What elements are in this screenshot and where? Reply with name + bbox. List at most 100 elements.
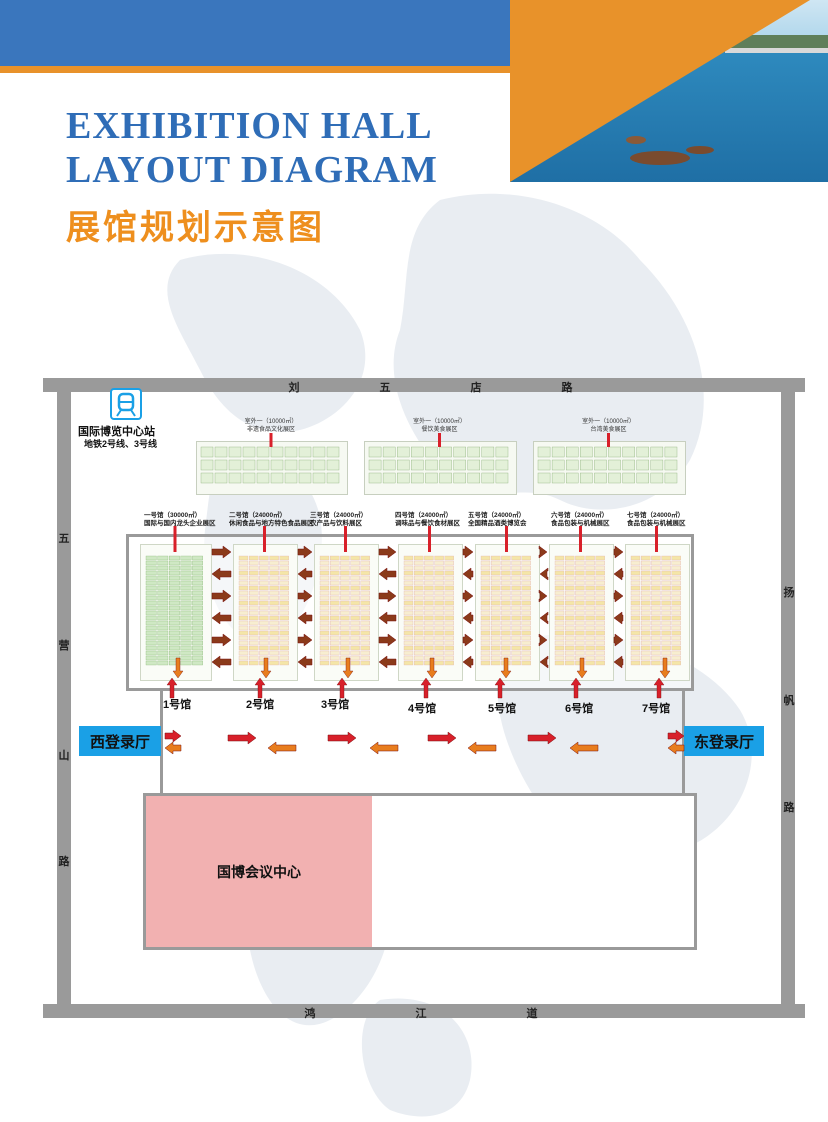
booth [145, 615, 157, 621]
booth [180, 625, 192, 631]
outdoor-booth [284, 472, 298, 484]
outdoor-booth [566, 459, 579, 471]
booth [651, 655, 661, 661]
hall-7-header: 七号馆（24000㎡） [627, 512, 685, 519]
booth [238, 630, 249, 636]
booth [641, 655, 651, 661]
booth [575, 640, 585, 646]
booth [259, 645, 269, 651]
booth [424, 620, 434, 626]
hall-2-header: 二号馆（24000㎡） [229, 512, 287, 519]
booth [145, 640, 157, 646]
outdoor-zone-title: 室外一（10000㎡） [582, 419, 635, 425]
booth [661, 565, 671, 571]
booth [480, 625, 491, 631]
booth [340, 630, 350, 636]
booth [259, 575, 269, 581]
right-arrow-icon [297, 545, 313, 559]
booth [480, 570, 491, 576]
left-arrow-icon [211, 611, 232, 625]
booth [279, 655, 289, 661]
booth [480, 635, 491, 641]
booth [661, 625, 671, 631]
booth [661, 580, 671, 586]
outdoor-booth [481, 459, 495, 471]
booth [192, 650, 203, 656]
booth [269, 595, 279, 601]
left-arrow-icon [539, 611, 549, 625]
booth [641, 585, 651, 591]
booth [414, 570, 424, 576]
booth [491, 595, 501, 601]
booth [554, 610, 565, 616]
booth [671, 635, 681, 641]
booth [259, 615, 269, 621]
outdoor-zone-title: 室外一（10000㎡） [244, 419, 298, 425]
booth [630, 590, 641, 596]
booth [630, 650, 641, 656]
booth [511, 640, 521, 646]
booth [259, 625, 269, 631]
metro-train-icon [110, 388, 142, 420]
booth [279, 600, 289, 606]
booth [444, 655, 454, 661]
booth [360, 565, 370, 571]
header-blue-band [0, 0, 510, 66]
booth [554, 655, 565, 661]
booth [360, 660, 370, 666]
booth [157, 585, 169, 591]
booth [145, 635, 157, 641]
booth [249, 620, 259, 626]
outdoor-booth [650, 472, 664, 484]
booth [249, 580, 259, 586]
booth [521, 635, 531, 641]
booth [145, 590, 157, 596]
booth [661, 640, 671, 646]
left-arrow-icon [462, 567, 474, 581]
booth [414, 605, 424, 611]
booth [511, 580, 521, 586]
booth [595, 585, 605, 591]
booth [661, 650, 671, 656]
booth [249, 625, 259, 631]
left-arrow-icon [164, 741, 182, 755]
booth [259, 620, 269, 626]
booth [661, 630, 671, 636]
booth [360, 605, 370, 611]
booth [269, 590, 279, 596]
booth [279, 640, 289, 646]
booth [575, 605, 585, 611]
hall-6-label: 6号馆 [565, 703, 594, 715]
booth [319, 570, 330, 576]
booth [424, 600, 434, 606]
booth [651, 625, 661, 631]
booth [157, 630, 169, 636]
booth [192, 655, 203, 661]
booth [575, 635, 585, 641]
booth [180, 555, 192, 561]
booth [360, 635, 370, 641]
booth [501, 605, 511, 611]
east-road-char: 路 [783, 802, 795, 814]
booth [434, 645, 444, 651]
outdoor-booth [270, 472, 284, 484]
booth [424, 570, 434, 576]
booth [651, 610, 661, 616]
booth [585, 565, 595, 571]
booth [169, 580, 180, 586]
booth [249, 645, 259, 651]
booth [595, 570, 605, 576]
outdoor-booth [312, 459, 326, 471]
booth [480, 610, 491, 616]
booth [554, 590, 565, 596]
booth [279, 620, 289, 626]
booth [340, 650, 350, 656]
booth [192, 635, 203, 641]
booth [249, 590, 259, 596]
booth [169, 620, 180, 626]
booth [641, 590, 651, 596]
booth [565, 625, 575, 631]
booth [511, 610, 521, 616]
booth [340, 600, 350, 606]
hall-7-label: 7号馆 [642, 703, 671, 715]
